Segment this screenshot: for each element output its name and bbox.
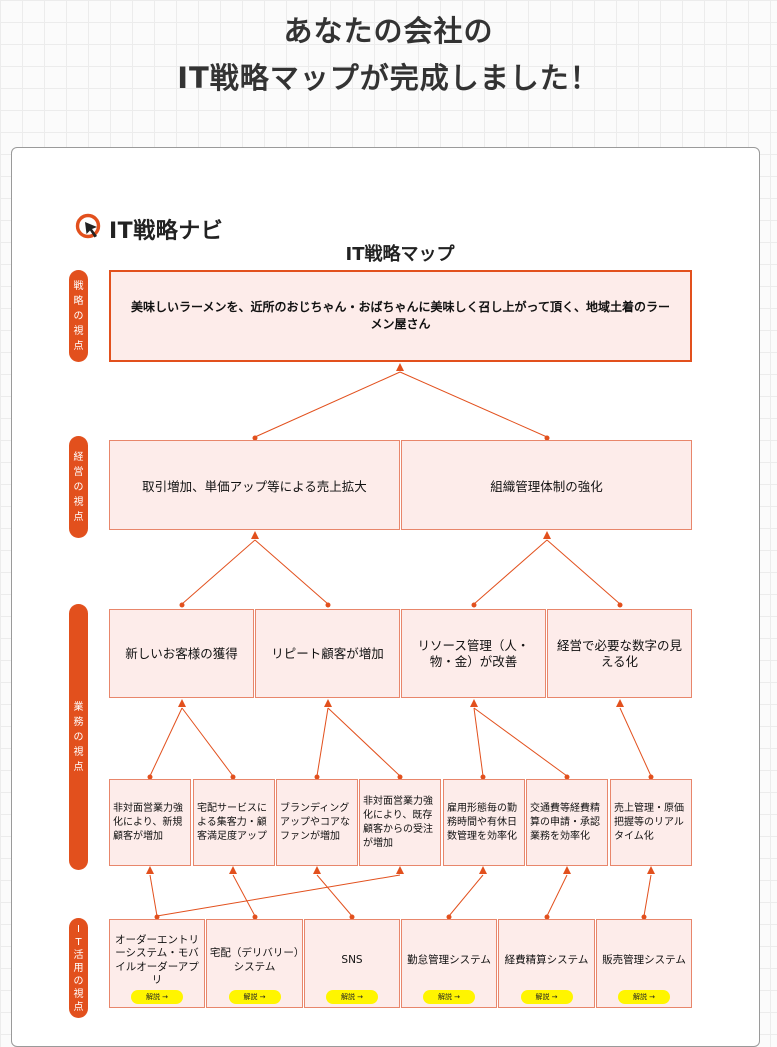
task-node: 交通費等経費精算の申請・承認業務を効率化	[526, 779, 608, 866]
pill-char: 点	[73, 340, 84, 352]
explain-button[interactable]: 解説 →	[520, 990, 573, 1004]
pill-char: 視	[73, 325, 84, 337]
pill-char: の	[73, 310, 84, 322]
page-heading-line1: あなたの会社の	[283, 14, 494, 48]
it-node-sales-management: 販売管理システム 解説 →	[596, 919, 692, 1008]
pill-char: 点	[73, 761, 84, 773]
management-node-organization: 組織管理体制の強化	[401, 440, 692, 530]
explain-button[interactable]: 解説 →	[131, 990, 183, 1004]
task-node: 雇用形態毎の勤務時間や有休日数管理を効率化	[443, 779, 525, 866]
explain-button[interactable]: 解説 →	[326, 990, 378, 1004]
it-node-order-entry: オーダーエントリーシステム・モバイルオーダーアプリ 解説 →	[109, 919, 205, 1008]
page-heading-line2: IT戦略マップが完成しました！	[177, 61, 600, 95]
pill-char: の	[73, 975, 84, 987]
logo: IT戦略ナビ	[75, 213, 223, 245]
pill-management-viewpoint: 経 営 の 視 点	[69, 436, 88, 538]
it-node-label: SNS	[341, 953, 363, 966]
it-node-label: オーダーエントリーシステム・モバイルオーダーアプリ	[115, 933, 199, 987]
task-node: ブランディングアップやコアなファンが増加	[276, 779, 358, 866]
pill-char: 活	[73, 949, 84, 961]
task-node: 非対面営業力強化により、新規顧客が増加	[109, 779, 191, 866]
pill-strategy-viewpoint: 戦 略 の 視 点	[69, 270, 88, 362]
it-node-label: 勤怠管理システム	[407, 953, 491, 966]
logo-text: IT戦略ナビ	[109, 219, 224, 244]
pill-char: 戦	[73, 280, 84, 292]
pill-char: の	[73, 731, 84, 743]
it-node-expense: 経費精算システム 解説 →	[498, 919, 595, 1008]
task-node: 売上管理・原価把握等のリアルタイム化	[610, 779, 692, 866]
pill-char: 視	[73, 988, 84, 1000]
pill-char: I	[77, 923, 80, 935]
q-pointer-icon	[75, 213, 103, 245]
pill-char: 視	[73, 496, 84, 508]
business-node-new-customers: 新しいお客様の獲得	[109, 609, 254, 698]
it-node-label: 販売管理システム	[602, 953, 686, 966]
it-node-sns: SNS 解説 →	[304, 919, 400, 1008]
pill-char: T	[75, 936, 82, 948]
pill-business-viewpoint: 業 務 の 視 点	[69, 604, 88, 870]
business-node-visualization: 経営で必要な数字の見える化	[547, 609, 692, 698]
task-node: 非対面営業力強化により、既存顧客からの受注が増加	[359, 779, 441, 866]
task-node: 宅配サービスによる集客力・顧客満足度アップ	[193, 779, 275, 866]
pill-char: 点	[73, 511, 84, 523]
explain-button[interactable]: 解説 →	[423, 990, 475, 1004]
pill-char: の	[73, 481, 84, 493]
pill-char: 業	[73, 701, 84, 713]
business-node-resource-management: リソース管理（人・物・金）が改善	[401, 609, 546, 698]
pill-char: 用	[73, 962, 84, 974]
pill-char: 視	[73, 746, 84, 758]
pill-char: 点	[73, 1001, 84, 1013]
business-node-repeat-customers: リピート顧客が増加	[255, 609, 400, 698]
map-title: IT戦略マップ	[345, 244, 455, 265]
it-node-attendance: 勤怠管理システム 解説 →	[401, 919, 497, 1008]
pill-char: 営	[73, 466, 84, 478]
explain-button[interactable]: 解説 →	[618, 990, 670, 1004]
vision-box: 美味しいラーメンを、近所のおじちゃん・おばちゃんに美味しく召し上がって頂く、地域…	[109, 270, 692, 362]
pill-char: 務	[73, 716, 84, 728]
it-node-label: 宅配（デリバリー）システム	[209, 947, 300, 973]
management-node-sales: 取引増加、単価アップ等による売上拡大	[109, 440, 400, 530]
it-node-delivery: 宅配（デリバリー）システム 解説 →	[206, 919, 303, 1008]
explain-button[interactable]: 解説 →	[228, 990, 281, 1004]
pill-char: 略	[73, 295, 84, 307]
pill-it-viewpoint: I T 活 用 の 視 点	[69, 918, 88, 1018]
it-node-label: 経費精算システム	[504, 953, 589, 966]
pill-char: 経	[73, 451, 84, 463]
